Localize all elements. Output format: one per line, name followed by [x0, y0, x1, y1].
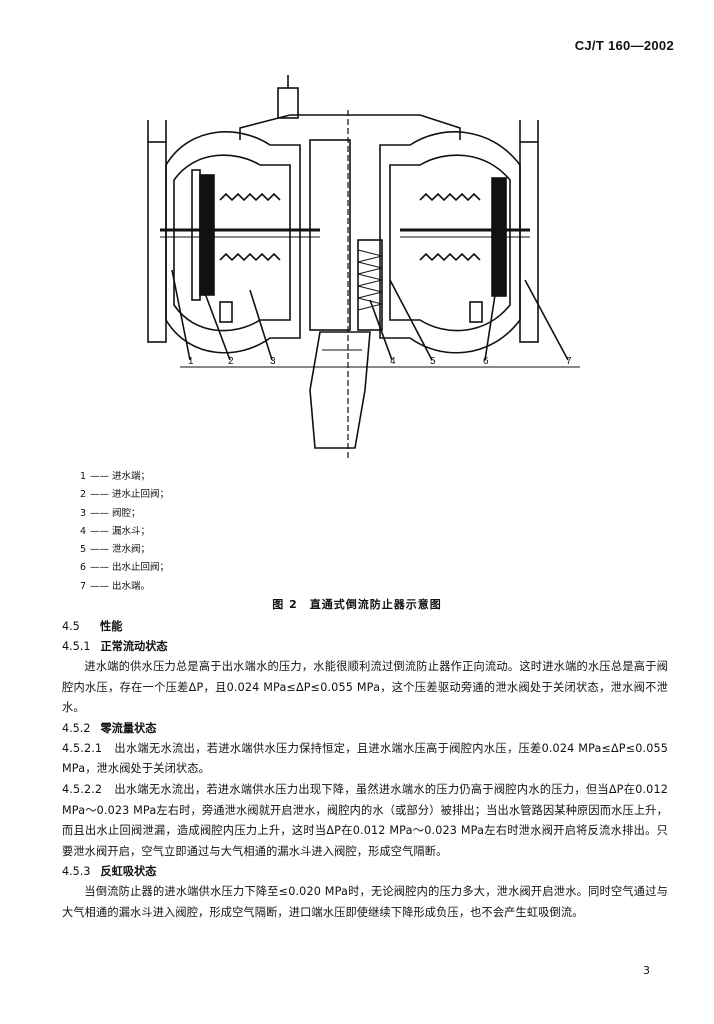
- valve-chamber: [309, 139, 351, 331]
- section-title: 性能: [100, 620, 123, 633]
- paragraph: 进水端的供水压力总是高于出水端水的压力，水能很顺利流过倒流防止器作正向流动。这时…: [62, 660, 668, 715]
- legend-item: 1 —— 进水端；: [80, 468, 169, 486]
- callout-3: 3: [270, 356, 276, 367]
- legend-number: 3: [80, 507, 87, 519]
- top-cover: [239, 114, 461, 140]
- legend-text: 出水止回阀；: [112, 562, 170, 574]
- legend-dash: ——: [90, 525, 109, 537]
- legend-item: 6 —— 出水止回阀；: [80, 559, 169, 577]
- legend-dash: ——: [90, 489, 109, 501]
- clause-text: 出水端无水流出，若进水端供水压力保持恒定，且进水端水压高于阀腔内水压，压差0.0…: [62, 741, 668, 776]
- callout-7: 7: [566, 356, 572, 367]
- callout-1: 1: [188, 356, 194, 367]
- legend-number: 6: [80, 562, 87, 574]
- relief-valve: [357, 239, 383, 331]
- legend-item: 3 —— 阀腔；: [80, 505, 169, 523]
- drain-funnel: [309, 331, 371, 449]
- clause-text: 出水端无水流出，若进水端供水压力出现下降，虽然进水端水的压力仍高于阀腔内水的压力…: [62, 782, 668, 858]
- clause-number: 4.5.2.2: [62, 782, 103, 796]
- legend-dash: ——: [90, 562, 109, 574]
- legend-number: 7: [80, 580, 87, 592]
- legend-number: 5: [80, 544, 87, 556]
- standard-code: CJ/T 160—2002: [574, 38, 674, 53]
- inlet-flange: [147, 141, 167, 343]
- section-number: 4.5.2: [62, 721, 91, 735]
- section-number: 4.5.3: [62, 865, 91, 879]
- section-heading: 4.5 性能: [62, 617, 668, 637]
- legend-item: 5 —— 泄水阀；: [80, 541, 169, 559]
- legend-dash: ——: [90, 544, 109, 556]
- section-title: 正常流动状态: [100, 640, 168, 653]
- valve-cross-section-diagram: 1 2 3 4 5 6 7: [147, 75, 580, 460]
- legend-text: 进水端；: [112, 471, 151, 482]
- section-heading: 4.5.3 反虹吸状态: [62, 862, 668, 882]
- legend-number: 1: [80, 471, 87, 482]
- legend-number: 4: [80, 525, 87, 537]
- legend-text: 漏水斗；: [112, 525, 151, 537]
- legend-item: 2 —— 进水止回阀；: [80, 486, 169, 504]
- legend-item: 7 —— 出水端。: [80, 578, 169, 596]
- callout-4: 4: [390, 356, 396, 367]
- callout-5: 5: [430, 356, 436, 367]
- section-number: 4.5.1: [62, 640, 91, 653]
- inlet-check-valve: [199, 174, 215, 296]
- backflow-preventer-drawing: 1 2 3 4 5 6 7: [100, 70, 610, 470]
- section-heading: 4.5.1 正常流动状态: [62, 637, 668, 657]
- figure-caption: 图 2 直通式倒流防止器示意图: [272, 598, 442, 611]
- legend-dash: ——: [90, 471, 109, 482]
- legend-number: 2: [80, 489, 87, 501]
- legend-item: 4 —— 漏水斗；: [80, 523, 169, 541]
- left-valve-body: [165, 131, 301, 354]
- callout-2: 2: [228, 356, 234, 367]
- section-title: 零流量状态: [100, 721, 157, 735]
- outlet-flange: [519, 141, 539, 343]
- top-bolt: [277, 87, 299, 119]
- section-number: 4.5: [62, 620, 80, 633]
- clause-number: 4.5.2.1: [62, 741, 103, 755]
- page-number: 3: [643, 964, 650, 977]
- section-4-5: 4.5 性能 4.5.1 正常流动状态 进水端的供水压力总是高于出水端水的压力，水能…: [62, 617, 668, 924]
- paragraph: 当倒流防止器的进水端供水压力下降至≤0.020 MPa时，无论阀腔内的压力多大，…: [62, 885, 668, 919]
- legend-dash: ——: [90, 507, 109, 519]
- section-title: 反虹吸状态: [100, 865, 157, 879]
- legend-text: 进水止回阀；: [112, 489, 170, 501]
- section-heading: 4.5.2 零流量状态: [62, 719, 668, 739]
- legend-text: 出水端。: [112, 580, 151, 592]
- figure-legend: 1 —— 进水端； 2 —— 进水止回阀； 3 —— 阀腔； 4 —— 漏水斗；…: [80, 468, 169, 596]
- legend-text: 泄水阀；: [112, 544, 151, 556]
- legend-text: 阀腔；: [112, 507, 141, 519]
- legend-dash: ——: [90, 580, 109, 592]
- callout-6: 6: [483, 356, 489, 367]
